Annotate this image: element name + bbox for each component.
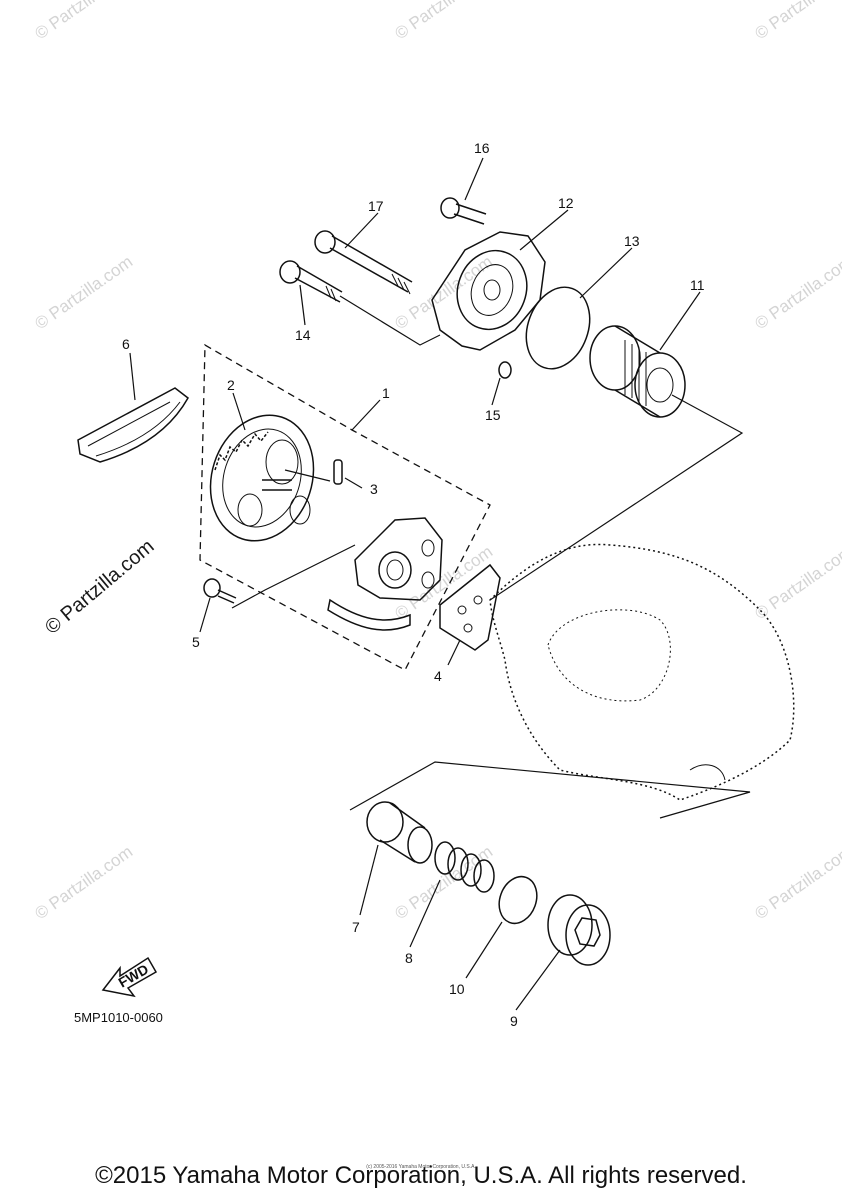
diagram-code: 5MP1010-0060 — [74, 1010, 163, 1025]
watermark-prominent: © Partzilla.com — [41, 535, 158, 638]
callout-1: 1 — [382, 385, 390, 401]
callout-16: 16 — [474, 140, 490, 156]
part-4-gasket — [439, 563, 501, 651]
part-3-pin — [333, 459, 343, 485]
callout-10: 10 — [449, 981, 465, 997]
watermark: © Partzilla.com — [391, 842, 496, 923]
callout-9: 9 — [510, 1013, 518, 1029]
part-1-oil-pump-body — [327, 517, 443, 631]
watermark: © Partzilla.com — [751, 252, 842, 333]
callout-7: 7 — [352, 919, 360, 935]
part-11-oil-filter — [589, 325, 686, 418]
watermark: © Partzilla.com — [31, 252, 136, 333]
callout-4: 4 — [434, 668, 442, 684]
callout-2: 2 — [227, 377, 235, 393]
callout-15: 15 — [485, 407, 501, 423]
callout-3: 3 — [370, 481, 378, 497]
part-16-bolt — [440, 197, 487, 225]
watermark: © Partzilla.com — [391, 252, 496, 333]
leader-lines — [129, 157, 751, 1011]
part-10-o-ring — [498, 875, 538, 925]
callout-12: 12 — [558, 195, 574, 211]
watermark: © Partzilla.com — [751, 542, 842, 623]
watermark: © Partzilla.com — [391, 0, 496, 43]
callout-8: 8 — [405, 950, 413, 966]
fwd-arrow-icon: FWD — [101, 956, 158, 998]
callout-numbers: 1 2 3 4 5 6 7 8 9 10 11 12 13 14 15 16 1… — [122, 140, 705, 1029]
callout-5: 5 — [192, 634, 200, 650]
footer-copyright: ©2015 Yamaha Motor Corporation, U.S.A. A… — [95, 1162, 747, 1189]
part-17-long-bolt — [314, 230, 413, 295]
fwd-label: FWD — [116, 961, 152, 991]
watermark: © Partzilla.com — [31, 842, 136, 923]
callout-13: 13 — [624, 233, 640, 249]
crankcase-outline — [489, 543, 795, 801]
watermark: © Partzilla.com — [751, 0, 842, 43]
watermark: © Partzilla.com — [31, 0, 136, 43]
part-13-o-ring — [525, 286, 591, 370]
callout-6: 6 — [122, 336, 130, 352]
part-7-strainer — [366, 801, 433, 864]
callout-11: 11 — [690, 277, 705, 293]
callout-14: 14 — [295, 327, 311, 343]
part-14-bolt — [279, 260, 343, 303]
assembly-1-boundary — [199, 343, 491, 671]
part-9-drain-plug — [547, 894, 611, 966]
part-2-oil-pump-gear — [209, 414, 315, 542]
part-15-small-o-ring — [498, 361, 512, 379]
part-6-bearing-shell — [77, 387, 189, 463]
small-copyright: (c) 2005-2016 Yamaha Motor Corporation, … — [366, 1164, 476, 1170]
callout-17: 17 — [368, 198, 384, 214]
part-8-spring — [434, 841, 495, 893]
watermark: © Partzilla.com — [751, 842, 842, 923]
part-5-screw — [203, 578, 237, 604]
